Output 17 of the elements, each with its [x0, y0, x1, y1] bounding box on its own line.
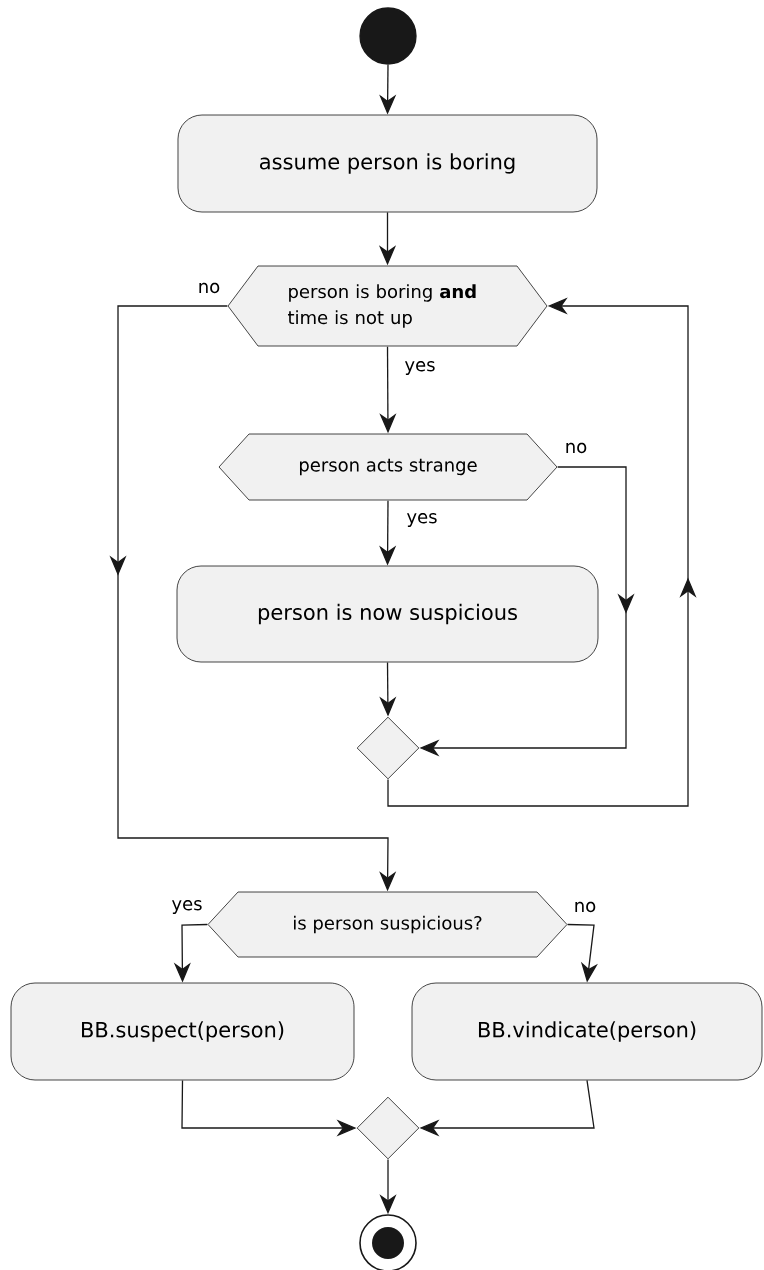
- edge-label: no: [566, 442, 587, 454]
- edge-label: no: [199, 282, 220, 294]
- action-box: person is now suspicious: [176, 565, 599, 663]
- action-box: BB.suspect(person): [10, 982, 355, 1081]
- action-box: BB.vindicate(person): [411, 982, 763, 1081]
- merge-diamond: [356, 1096, 420, 1160]
- edge-label: yes: [405, 361, 435, 375]
- action-box: assume person is boring: [177, 114, 598, 213]
- edge-label: yes: [407, 513, 437, 527]
- merge-diamond: [356, 716, 420, 780]
- edge-label: yes: [172, 900, 202, 914]
- edge-label: no: [575, 901, 596, 913]
- end-circle: [359, 1214, 417, 1270]
- decision-hexagon: is person suspicious?: [207, 891, 568, 958]
- decision-hexagon: person is boring and time is not up: [227, 265, 548, 347]
- decision-hexagon: person acts strange: [218, 433, 558, 501]
- start-circle: [359, 7, 417, 65]
